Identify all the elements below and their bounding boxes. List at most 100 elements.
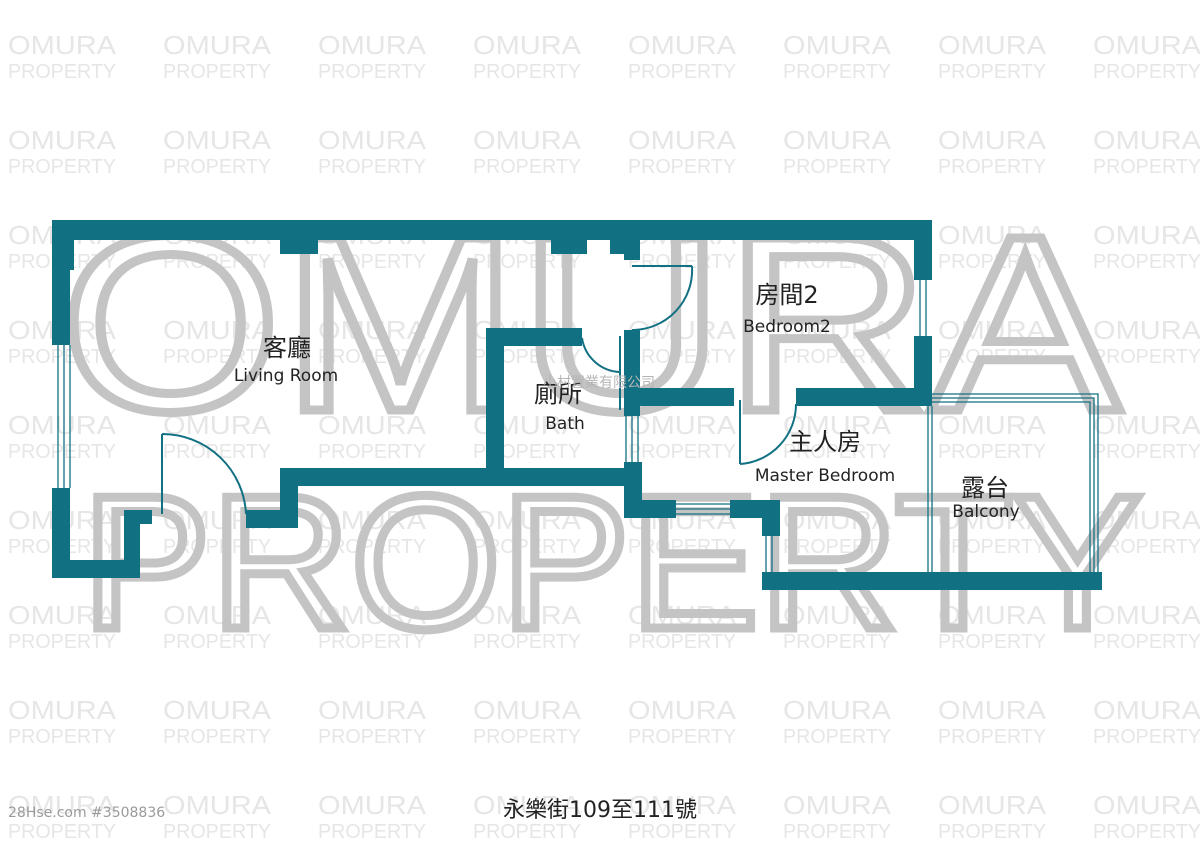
watermark-tile-line1: OMURA (1093, 315, 1200, 345)
watermark-tile-line1: OMURA (1093, 220, 1200, 250)
watermark-tile-line2: PROPERTY (938, 251, 1046, 273)
watermark-tile-line1: OMURA (783, 315, 892, 345)
watermark-tile-line2: PROPERTY (8, 346, 116, 368)
watermark-tile-line2: PROPERTY (473, 821, 581, 843)
watermark-tile-line1: OMURA (938, 505, 1047, 535)
watermark-tile-line2: PROPERTY (628, 536, 736, 558)
watermark-tile-line2: PROPERTY (318, 631, 426, 653)
watermark-tile-line2: PROPERTY (783, 441, 891, 463)
watermark-tile-line1: OMURA (938, 600, 1047, 630)
watermark-tile-line1: OMURA (1093, 125, 1200, 155)
bedroom2-label-en: Bedroom2 (743, 317, 831, 337)
watermark-tile-line2: PROPERTY (938, 821, 1046, 843)
watermark-tile-line2: PROPERTY (318, 726, 426, 748)
watermark-tile-line2: PROPERTY (163, 156, 271, 178)
bath-label-zh: 廁所 (534, 380, 582, 408)
watermark-tile-line1: OMURA (628, 600, 737, 630)
watermark-tile-line1: OMURA (163, 695, 272, 725)
watermark-tile-line2: PROPERTY (783, 346, 891, 368)
watermark-tile-line2: PROPERTY (938, 631, 1046, 653)
watermark-tile-line2: PROPERTY (163, 251, 271, 273)
watermark-tile-line2: PROPERTY (163, 441, 271, 463)
watermark-tile-line1: OMURA (1093, 410, 1200, 440)
watermark-tile-line1: OMURA (628, 125, 737, 155)
watermark-tile-line2: PROPERTY (163, 631, 271, 653)
watermark-tile-line1: OMURA (1093, 695, 1200, 725)
watermark-tile-line2: PROPERTY (628, 346, 736, 368)
watermark-tile-line1: OMURA (318, 695, 427, 725)
watermark-tile-line1: OMURA (1093, 790, 1200, 820)
watermark-tile-line1: OMURA (318, 125, 427, 155)
windows (57, 280, 927, 572)
watermark-tile-line1: OMURA (8, 790, 117, 820)
watermark-tile-line1: OMURA (473, 600, 582, 630)
master-bedroom-label-en: Master Bedroom (755, 466, 895, 486)
watermark-tile-line1: OMURA (163, 790, 272, 820)
watermark-tile-line1: OMURA (318, 315, 427, 345)
watermark-tile-line1: OMURA (783, 125, 892, 155)
bedroom2-label-zh: 房間2 (755, 281, 818, 309)
watermark-tile-line2: PROPERTY (163, 821, 271, 843)
living-room-label-zh: 客廳 (263, 334, 311, 362)
watermark-tile-line2: PROPERTY (1093, 631, 1200, 653)
watermark-tile-line2: PROPERTY (163, 61, 271, 83)
watermark-tile-line1: OMURA (938, 695, 1047, 725)
address-caption: 永樂街109至111號 (503, 798, 697, 823)
watermark-tile-line2: PROPERTY (783, 821, 891, 843)
watermark-tile-line2: PROPERTY (783, 726, 891, 748)
bath-label-en: Bath (545, 414, 585, 434)
watermark-tile-line2: PROPERTY (8, 156, 116, 178)
watermark-tile-line2: PROPERTY (628, 441, 736, 463)
watermark-tile-line2: PROPERTY (628, 251, 736, 273)
watermark-tile-line2: PROPERTY (318, 61, 426, 83)
room-labels: 客廳 Living Room 房間2 Bedroom2 廁所 Bath 主人房 … (234, 281, 1020, 522)
watermark-tile-line2: PROPERTY (318, 156, 426, 178)
balcony-label-en: Balcony (952, 502, 1019, 522)
watermark-tile-line1: OMURA (783, 600, 892, 630)
watermark-tile-line1: OMURA (783, 790, 892, 820)
watermark-tile-line2: PROPERTY (1093, 156, 1200, 178)
watermark-tile-line2: PROPERTY (318, 536, 426, 558)
watermark-tile-line2: PROPERTY (938, 536, 1046, 558)
watermark-tile-line2: PROPERTY (938, 441, 1046, 463)
watermark-tile-line2: PROPERTY (8, 631, 116, 653)
watermark-tile-line2: PROPERTY (938, 156, 1046, 178)
watermark-tile-line2: PROPERTY (1093, 61, 1200, 83)
watermark-tile-line2: PROPERTY (1093, 346, 1200, 368)
watermark-tile-line2: PROPERTY (628, 156, 736, 178)
watermark-tile-line1: OMURA (8, 30, 117, 60)
watermark-tile-line2: PROPERTY (163, 726, 271, 748)
watermark-tile-line1: OMURA (1093, 30, 1200, 60)
watermark-tile-line1: OMURA (938, 30, 1047, 60)
watermark-tiles: OMURAPROPERTYOMURAPROPERTYOMURAPROPERTYO… (8, 30, 1200, 843)
watermark-tile-line2: PROPERTY (163, 536, 271, 558)
watermark-tile-line2: PROPERTY (473, 156, 581, 178)
watermark-tile-line2: PROPERTY (628, 821, 736, 843)
watermark-tile-line1: OMURA (628, 30, 737, 60)
watermark-tile-line1: OMURA (8, 600, 117, 630)
watermark-tile-line2: PROPERTY (318, 346, 426, 368)
watermark-tile-line2: PROPERTY (938, 726, 1046, 748)
watermark-tile-line1: OMURA (8, 125, 117, 155)
watermark-tile-line1: OMURA (163, 125, 272, 155)
watermark-tile-line1: OMURA (473, 695, 582, 725)
watermark-tile-line1: OMURA (628, 410, 737, 440)
watermark-tile-line1: OMURA (938, 410, 1047, 440)
watermark-tile-line2: PROPERTY (8, 726, 116, 748)
watermark-tile-line1: OMURA (318, 30, 427, 60)
watermark-tile-line1: OMURA (938, 220, 1047, 250)
watermark-tile-line1: OMURA (163, 315, 272, 345)
watermark-tile-line1: OMURA (318, 600, 427, 630)
watermark-tile-line2: PROPERTY (318, 821, 426, 843)
living-room-label-en: Living Room (234, 366, 338, 386)
watermark-tile-line2: PROPERTY (1093, 821, 1200, 843)
watermark-tile-line2: PROPERTY (473, 536, 581, 558)
watermark-tile-line1: OMURA (628, 695, 737, 725)
watermark-tile-line2: PROPERTY (938, 346, 1046, 368)
watermark-tile-line2: PROPERTY (8, 821, 116, 843)
watermark-tile-line2: PROPERTY (628, 726, 736, 748)
watermark-tile-line2: PROPERTY (8, 441, 116, 463)
watermark-tile-line1: OMURA (318, 790, 427, 820)
watermark-tile-line1: OMURA (8, 410, 117, 440)
